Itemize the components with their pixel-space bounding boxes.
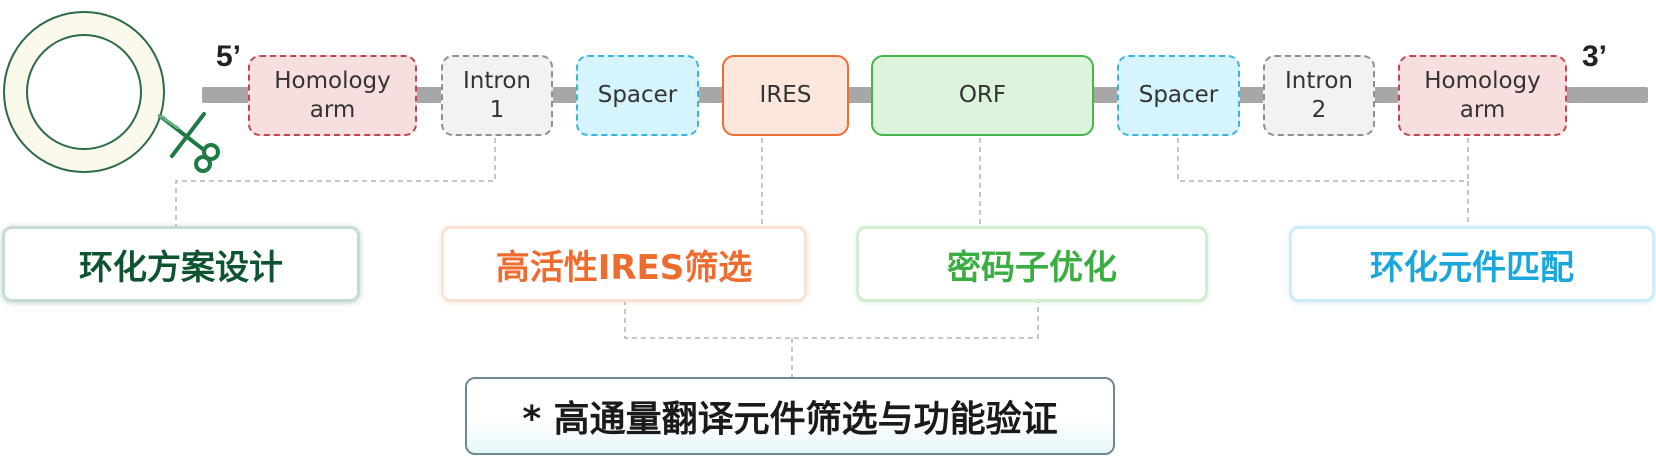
segment-homology-arm-left: Homology arm: [248, 55, 417, 136]
feature-circular-design: 环化方案设计: [2, 226, 360, 302]
connector-bottom-bracket: [624, 300, 1039, 339]
feature-ires-screening: 高活性IRES筛选: [441, 226, 807, 302]
connector-elements-matching: [1177, 138, 1469, 236]
segment-spacer-left: Spacer: [576, 55, 699, 136]
circular-rna-icon: [3, 11, 220, 173]
segment-spacer-right: Spacer: [1117, 55, 1240, 136]
segment-intron-2: Intron 2: [1263, 55, 1375, 136]
segment-orf: ORF: [871, 55, 1094, 136]
scissors-icon: [158, 112, 220, 173]
segment-ires: IRES: [722, 55, 849, 136]
three-prime-label: 3’: [1582, 40, 1608, 73]
feature-element-matching: 环化元件匹配: [1289, 226, 1655, 302]
segment-homology-arm-right: Homology arm: [1398, 55, 1567, 136]
connector-intron1-design: [175, 138, 496, 226]
feature-codon-optimization: 密码子优化: [856, 226, 1208, 302]
five-prime-label: 5’: [216, 40, 242, 73]
segment-intron-1: Intron 1: [441, 55, 553, 136]
feature-high-throughput-screening: * 高通量翻译元件筛选与功能验证: [465, 377, 1115, 455]
